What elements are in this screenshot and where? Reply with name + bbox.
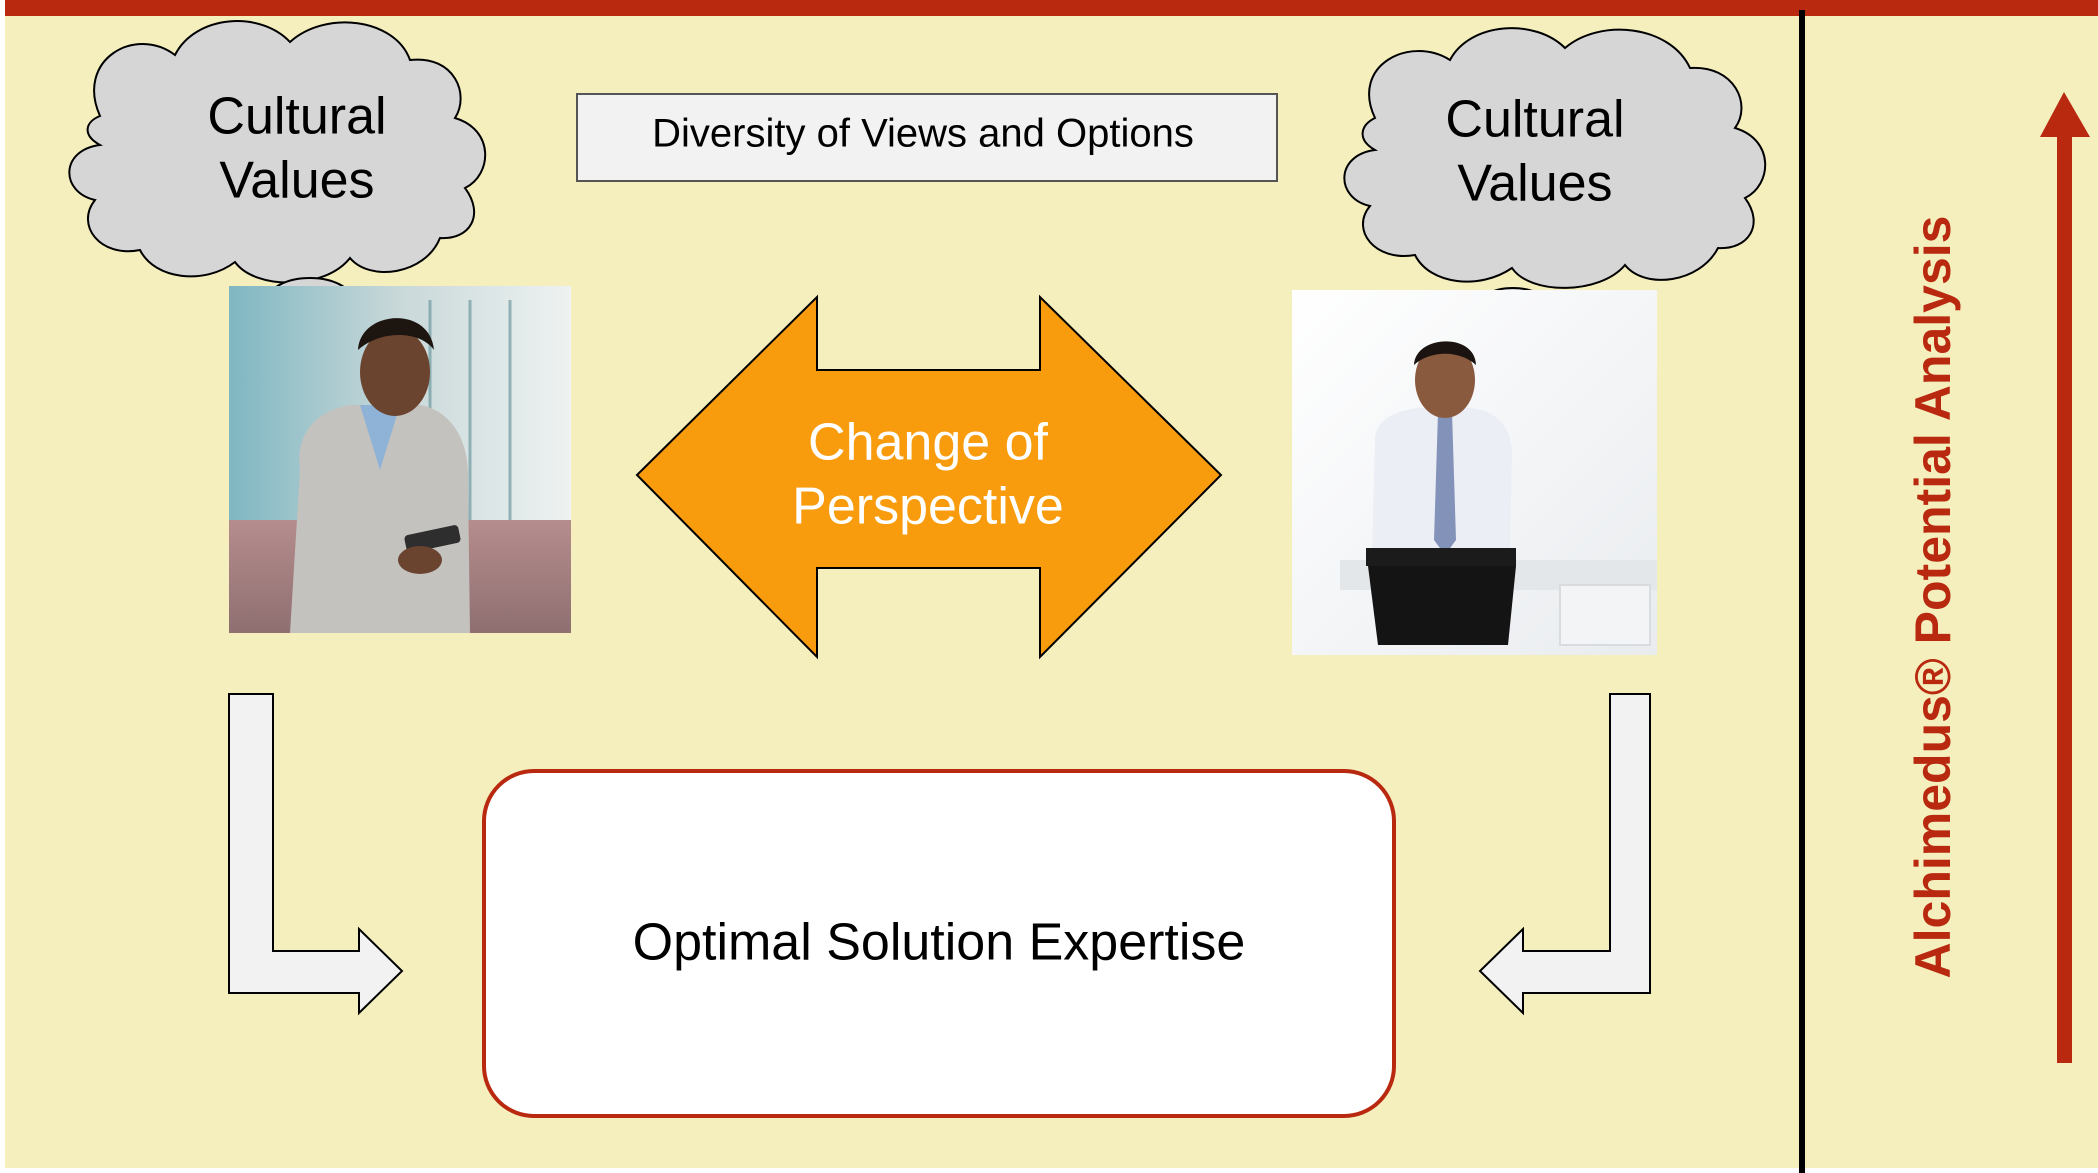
businessman-photo xyxy=(1292,290,1657,655)
left-cloud-label-line1: Cultural xyxy=(207,88,386,146)
left-cloud-label-line2: Values xyxy=(219,152,374,210)
right-cloud-label-line1: Cultural xyxy=(1445,91,1624,149)
top-box xyxy=(576,93,1278,182)
result-box xyxy=(482,769,1396,1118)
businesswoman-photo xyxy=(229,286,571,633)
bent-arrow-icon xyxy=(228,693,404,1016)
up-arrow-icon xyxy=(2040,92,2090,1063)
side-label: Alchimedus® Potential Analysis xyxy=(1905,216,1961,979)
top-box-label: Diversity of Views and Options xyxy=(652,112,1194,156)
center-arrow-label-line2: Perspective xyxy=(792,478,1064,536)
result-box-label: Optimal Solution Expertise xyxy=(633,914,1246,972)
bent-arrow-icon xyxy=(1478,693,1651,1016)
left-edge xyxy=(0,0,5,1173)
double-arrow-icon xyxy=(635,294,1223,660)
top-accent-bar xyxy=(0,0,2098,16)
right-cloud-label-line2: Values xyxy=(1457,155,1612,213)
bottom-edge xyxy=(0,1168,2098,1173)
center-arrow-label-line1: Change of xyxy=(808,414,1049,472)
